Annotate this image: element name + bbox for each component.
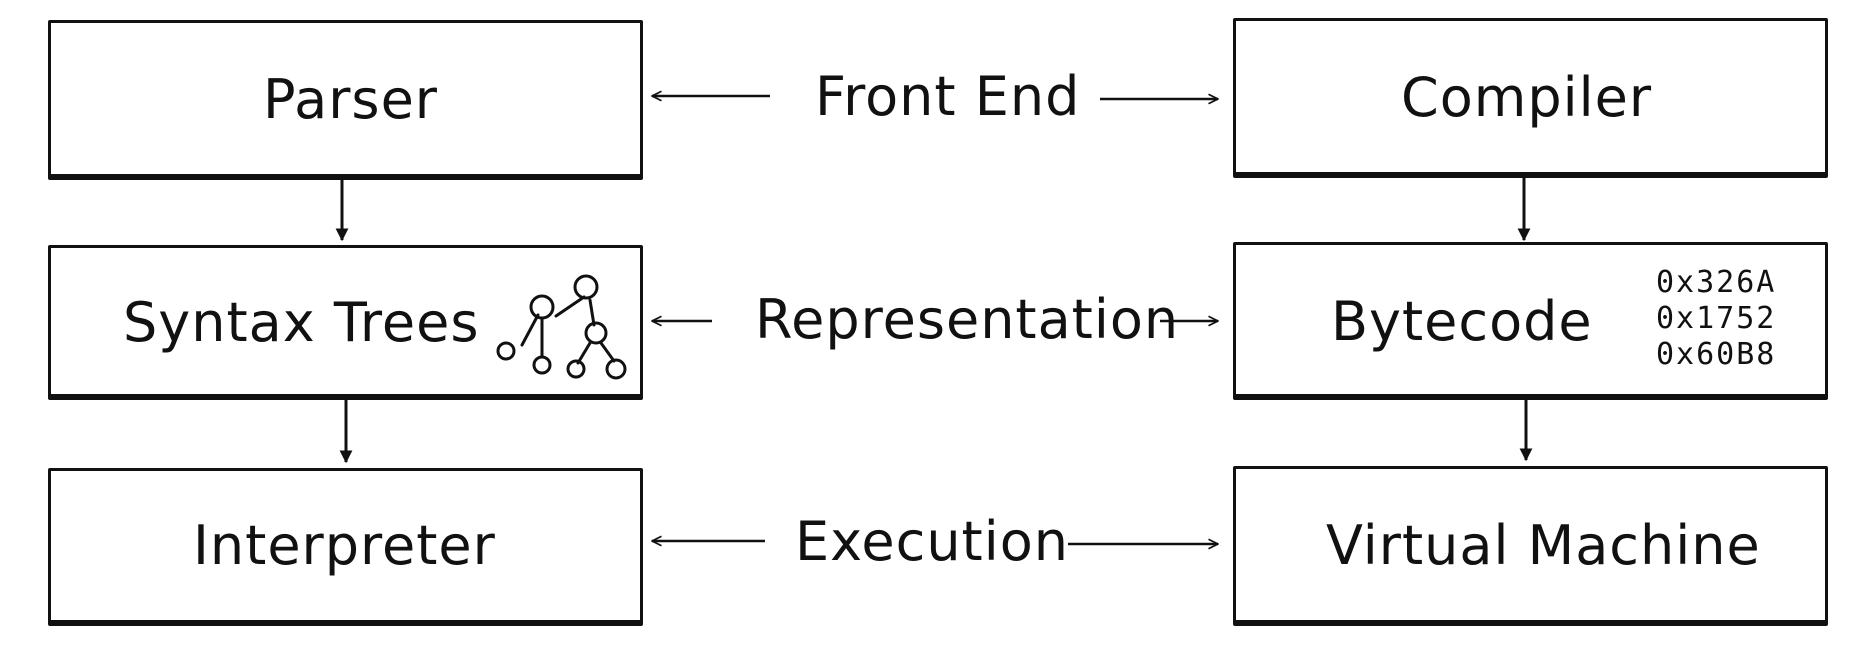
virtual-machine-box: Virtual Machine bbox=[1233, 466, 1828, 626]
bytecode-hex-values: 0x326A 0x1752 0x60B8 bbox=[1656, 265, 1776, 373]
syntax-trees-label: Syntax Trees bbox=[123, 291, 480, 354]
bytecode-label: Bytecode bbox=[1331, 290, 1593, 353]
parser-label: Parser bbox=[263, 68, 438, 131]
tree-graph-icon bbox=[496, 274, 627, 380]
interpreter-label: Interpreter bbox=[193, 514, 496, 577]
parser-box: Parser bbox=[48, 20, 643, 180]
bytecode-box: Bytecode 0x326A 0x1752 0x60B8 bbox=[1233, 242, 1828, 400]
compiler-box: Compiler bbox=[1233, 18, 1828, 178]
hex-value: 0x60B8 bbox=[1656, 337, 1777, 372]
syntax-trees-box: Syntax Trees bbox=[48, 245, 643, 400]
virtual-machine-label: Virtual Machine bbox=[1326, 514, 1761, 577]
compiler-label: Compiler bbox=[1401, 66, 1653, 129]
hex-value: 0x1752 bbox=[1656, 301, 1777, 336]
hex-value: 0x326A bbox=[1656, 265, 1777, 300]
interpreter-box: Interpreter bbox=[48, 468, 643, 626]
execution-label: Execution bbox=[795, 510, 1069, 573]
front-end-label: Front End bbox=[815, 65, 1081, 128]
representation-label: Representation bbox=[755, 288, 1180, 351]
